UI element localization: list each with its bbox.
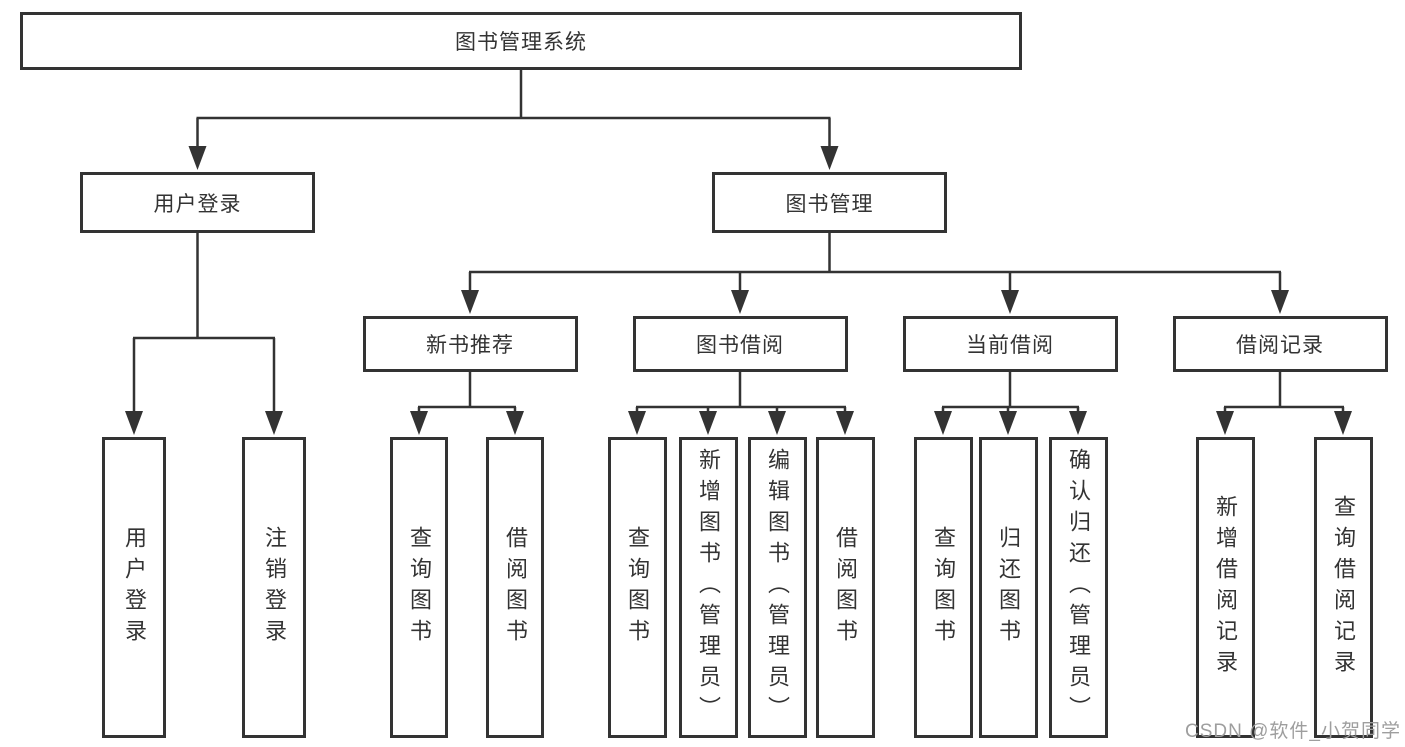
node-root: 图书管理系统 xyxy=(20,12,1022,70)
leaf-borrow-borrow-books: 借阅图书 xyxy=(815,437,875,738)
leaf-borrow-query-books-label: 查询图书 xyxy=(625,525,650,650)
leaf-borrow-add-books-admin-label: 新增图书（管理员） xyxy=(696,448,721,727)
leaf-recommend-borrow-books: 借阅图书 xyxy=(486,437,544,738)
node-book-borrow-label: 图书借阅 xyxy=(696,334,784,357)
node-current-borrow: 当前借阅 xyxy=(902,316,1118,372)
leaf-borrow-query-books: 查询图书 xyxy=(607,437,667,738)
leaf-logout: 注销登录 xyxy=(242,437,306,738)
leaf-borrow-edit-books-admin-label: 编辑图书（管理员） xyxy=(765,448,790,727)
node-borrow-records-label: 借阅记录 xyxy=(1236,334,1324,357)
node-new-book-recommend: 新书推荐 xyxy=(362,316,578,372)
node-new-book-recommend-label: 新书推荐 xyxy=(426,334,514,357)
node-root-label: 图书管理系统 xyxy=(455,31,587,54)
watermark: CSDN @软件_小贺同学 xyxy=(1185,721,1401,742)
leaf-logout-label: 注销登录 xyxy=(262,525,287,650)
node-book-management-label: 图书管理 xyxy=(785,192,874,216)
leaf-current-return-books-label: 归还图书 xyxy=(996,525,1021,650)
leaf-current-query-books-label: 查询图书 xyxy=(931,525,956,650)
leaf-records-add-record-label: 新增借阅记录 xyxy=(1213,494,1238,681)
connector-paths xyxy=(132,70,1345,415)
leaf-records-query-record: 查询借阅记录 xyxy=(1313,437,1373,738)
node-user-login: 用户登录 xyxy=(80,172,315,233)
leaf-borrow-add-books-admin: 新增图书（管理员） xyxy=(678,437,738,738)
leaf-current-return-books: 归还图书 xyxy=(978,437,1038,738)
leaf-recommend-borrow-books-label: 借阅图书 xyxy=(503,525,528,650)
leaf-current-confirm-return-admin-label: 确认归还（管理员） xyxy=(1066,448,1091,727)
leaf-borrow-borrow-books-label: 借阅图书 xyxy=(833,525,858,650)
leaf-recommend-query-books-label: 查询图书 xyxy=(407,525,432,650)
leaf-current-confirm-return-admin: 确认归还（管理员） xyxy=(1048,437,1108,738)
arrowheads xyxy=(125,146,1352,435)
leaf-records-add-record: 新增借阅记录 xyxy=(1195,437,1255,738)
node-user-login-label: 用户登录 xyxy=(153,192,242,216)
leaf-borrow-edit-books-admin: 编辑图书（管理员） xyxy=(747,437,807,738)
leaf-recommend-query-books: 查询图书 xyxy=(390,437,448,738)
leaf-records-query-record-label: 查询借阅记录 xyxy=(1331,494,1356,681)
leaf-user-login: 用户登录 xyxy=(102,437,166,738)
node-borrow-records: 借阅记录 xyxy=(1172,316,1388,372)
node-current-borrow-label: 当前借阅 xyxy=(966,334,1054,357)
node-book-management: 图书管理 xyxy=(712,172,947,233)
leaf-current-query-books: 查询图书 xyxy=(913,437,973,738)
leaf-user-login-label: 用户登录 xyxy=(122,525,147,650)
node-book-borrow: 图书借阅 xyxy=(632,316,848,372)
